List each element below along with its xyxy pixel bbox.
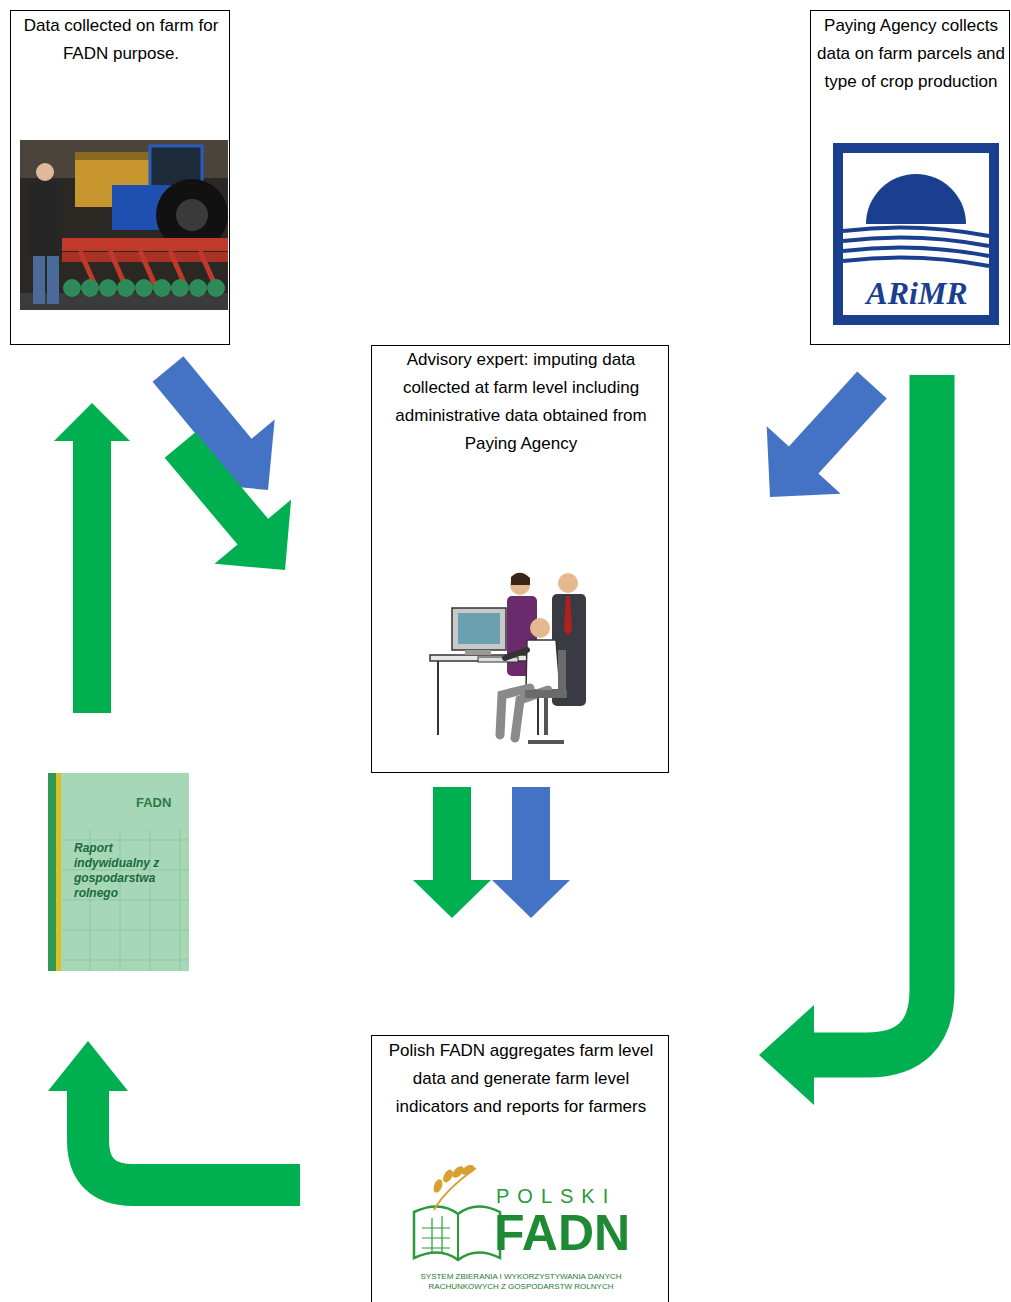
arrow-shaft	[73, 440, 111, 713]
spine	[48, 773, 56, 971]
block-arrow	[48, 1041, 300, 1185]
box-text: Polish FADN aggregates farm level data a…	[382, 1037, 660, 1121]
seated-head	[530, 618, 550, 638]
tie	[564, 596, 572, 636]
discs	[63, 279, 225, 297]
implement-frame	[55, 238, 228, 251]
booklet-logo-text: FADN	[136, 795, 186, 811]
woman-hair	[511, 573, 530, 585]
arrow-shaft	[803, 385, 872, 461]
block-arrow	[767, 385, 872, 497]
report-booklet: FADN Raport indywidualny z gospodarstwa r…	[48, 773, 189, 971]
box-text: Data collected on farm for FADN purpose.	[17, 12, 225, 68]
book-grid	[422, 1216, 450, 1254]
logo-subtitle: SYSTEM ZBIERANIA I WYKORZYSTYWANIA DANYC…	[396, 1272, 646, 1292]
arrow-shaft	[168, 369, 237, 452]
arrow-shaft	[813, 375, 932, 1055]
booklet-cover	[48, 773, 189, 971]
process-box: Data collected on farm for FADN purpose.	[10, 10, 230, 345]
computer-scene	[430, 573, 586, 742]
block-arrow	[492, 787, 570, 918]
screen	[458, 613, 500, 644]
chair-base	[528, 698, 564, 742]
arrow-head	[492, 880, 570, 918]
arrow-head	[48, 1041, 128, 1091]
block-arrow	[413, 787, 491, 918]
man-leg	[33, 256, 45, 304]
logo-waves	[843, 227, 989, 266]
arrow-head	[215, 500, 292, 570]
box-text: Advisory expert: imputing data collected…	[382, 346, 660, 458]
man-jacket	[29, 182, 62, 258]
block-arrow	[759, 375, 932, 1105]
trailer-edge	[75, 152, 155, 160]
process-box: Advisory expert: imputing data collected…	[371, 345, 669, 773]
arrow-shaft	[88, 1090, 300, 1185]
arrow-head	[54, 403, 130, 441]
wheat-stem	[434, 1168, 476, 1210]
spine-stripe	[56, 773, 61, 971]
logo-field	[843, 153, 989, 315]
wheel-hub	[176, 199, 208, 231]
block-arrow	[54, 403, 130, 713]
man-leg	[47, 256, 59, 304]
man-head	[558, 573, 578, 593]
arrow-head	[767, 426, 841, 497]
box-text: Paying Agency collects data on farm parc…	[816, 12, 1006, 96]
arimr-logo	[833, 143, 999, 325]
logo-frame	[833, 143, 999, 325]
arrow-shaft	[433, 787, 471, 881]
process-box: Polish FADN aggregates farm level data a…	[371, 1035, 669, 1302]
booklet-title: Raport indywidualny z gospodarstwa rolne…	[74, 841, 178, 901]
polski-fadn-logo	[414, 1163, 500, 1260]
monitor	[452, 608, 506, 650]
block-arrow	[180, 445, 291, 570]
arrow-head	[759, 1005, 814, 1105]
cover	[48, 773, 189, 971]
seated-arm	[505, 650, 527, 658]
cover-grid	[62, 830, 189, 971]
logo-text: ARiMR	[844, 273, 990, 313]
logo-text: POLSKI	[496, 1184, 646, 1208]
chair-back	[558, 650, 566, 694]
logo-sun	[866, 174, 966, 224]
monitor-stand	[465, 650, 491, 655]
arrow-shaft	[512, 787, 550, 881]
man-head	[36, 163, 54, 181]
book-icon	[414, 1206, 500, 1260]
arrow-head	[413, 880, 491, 918]
farm-photo	[20, 140, 228, 310]
logo-text: FADN	[494, 1206, 654, 1260]
photo-ground	[20, 140, 228, 310]
seated-shirt	[526, 640, 560, 690]
arrow-shaft	[180, 445, 253, 532]
process-box: Paying Agency collects data on farm parc…	[810, 10, 1010, 345]
wheat	[432, 1163, 476, 1194]
book-spine	[457, 1214, 459, 1260]
